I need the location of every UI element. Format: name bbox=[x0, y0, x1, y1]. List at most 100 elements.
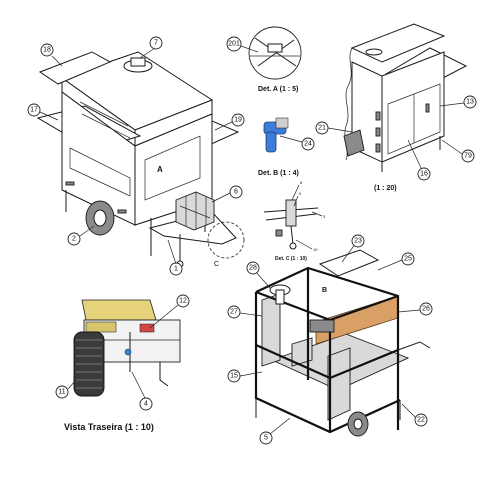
rear-stand bbox=[159, 362, 169, 387]
leader-1 bbox=[167, 239, 177, 265]
frame-top-front bbox=[255, 290, 331, 322]
balloon-17: 17 bbox=[27, 103, 41, 117]
frame-isometric-view: B bbox=[254, 249, 431, 437]
balloon-26: 26 bbox=[419, 302, 433, 316]
leader-21 bbox=[327, 127, 353, 133]
right-side-face bbox=[381, 51, 445, 163]
detail-c-leader-8 bbox=[291, 184, 300, 201]
balloon-15-label: 15 bbox=[230, 373, 238, 380]
balloon-24: 24 bbox=[301, 137, 315, 151]
detail-b-caption: Det. B (1 : 4) bbox=[258, 170, 299, 177]
leader-23 bbox=[341, 242, 357, 263]
detail-a-caption: Det. A (1 : 5) bbox=[258, 86, 298, 93]
leader-24 bbox=[279, 135, 303, 143]
balloon-7-label: 7 bbox=[154, 40, 158, 47]
detail-c-clamp bbox=[275, 229, 283, 237]
frame-top-side bbox=[329, 294, 399, 322]
rear-view-caption: Vista Traseira (1 : 10) bbox=[64, 422, 154, 432]
balloon-11-label: 11 bbox=[58, 389, 65, 396]
detail-c-label-10: 10 bbox=[313, 247, 318, 252]
detail-c-leader-3 bbox=[311, 211, 323, 217]
balloon-6: 6 bbox=[229, 185, 243, 199]
balloon-24-label: 24 bbox=[304, 141, 312, 148]
leader-12 bbox=[149, 304, 179, 329]
balloon-7: 7 bbox=[149, 36, 163, 50]
rear-panel-yellow bbox=[85, 321, 117, 333]
roof-vent-chimney bbox=[130, 57, 146, 67]
balloon-1: 1 bbox=[169, 262, 183, 276]
balloon-201-label: 201 bbox=[228, 41, 240, 48]
leader-4 bbox=[131, 371, 147, 401]
balloons: 7 18 17 19 6 2 1 201 24 13 21 16 79 23 2… bbox=[27, 36, 477, 445]
balloon-16-label: 16 bbox=[420, 171, 428, 178]
balloon-25-label: 25 bbox=[404, 256, 412, 263]
detail-c-leader-10 bbox=[295, 239, 313, 250]
leader-16 bbox=[407, 139, 423, 171]
leader-26 bbox=[397, 309, 421, 313]
detail-a-rod-2 bbox=[257, 39, 295, 67]
balloon-15: 15 bbox=[227, 369, 241, 383]
balloon-18-label: 18 bbox=[43, 47, 51, 54]
tank-grid-1 bbox=[179, 205, 211, 219]
detail-a-hinge bbox=[267, 43, 283, 53]
detail-c-label-8: 8 bbox=[300, 180, 303, 185]
frame-top-rear bbox=[255, 266, 400, 430]
right-lock-3 bbox=[375, 143, 381, 153]
detail-c-leader-9 bbox=[293, 195, 299, 207]
balloon-13: 13 bbox=[463, 95, 477, 109]
leader-7 bbox=[139, 47, 156, 59]
detail-c-wheel bbox=[289, 242, 297, 250]
detail-c-label-9: 9 bbox=[299, 191, 302, 196]
balloon-201: 201 bbox=[226, 36, 242, 52]
balloon-19-label: 19 bbox=[234, 117, 242, 124]
side-service-window bbox=[144, 135, 201, 201]
right-lock-4 bbox=[425, 103, 430, 113]
detail-mark-a: A bbox=[157, 165, 163, 174]
main-wheel-hub bbox=[93, 209, 107, 227]
leader-79 bbox=[441, 139, 463, 155]
balloon-16: 16 bbox=[417, 167, 431, 181]
leader-11 bbox=[67, 379, 77, 390]
leader-13 bbox=[439, 102, 465, 107]
detail-a-circle bbox=[248, 26, 302, 80]
frame-counter-panel bbox=[327, 347, 351, 421]
balloon-22-label: 22 bbox=[417, 417, 425, 424]
detail-c-view: 8 9 3 10 Det. C (1 : 10) bbox=[263, 180, 326, 262]
balloon-26-label: 26 bbox=[422, 306, 430, 313]
balloon-25: 25 bbox=[401, 252, 415, 266]
balloon-18: 18 bbox=[40, 43, 54, 57]
balloon-1-label: 1 bbox=[174, 266, 178, 273]
detail-b-bracket bbox=[275, 117, 289, 129]
balloon-11: 11 bbox=[55, 385, 69, 399]
right-lock-2 bbox=[375, 127, 381, 137]
detail-c-caption: Det. C (1 : 10) bbox=[275, 256, 307, 262]
rear-light bbox=[139, 323, 155, 333]
balloon-21: 21 bbox=[315, 121, 329, 135]
detail-a-view: Det. A (1 : 5) bbox=[248, 26, 302, 93]
rear-top-cover bbox=[81, 299, 157, 321]
balloon-5: 5 bbox=[259, 431, 273, 445]
balloon-79-label: 79 bbox=[464, 153, 472, 160]
leader-15 bbox=[239, 371, 263, 377]
leader-19 bbox=[214, 121, 233, 131]
right-roof-vent bbox=[365, 48, 383, 56]
leader-25 bbox=[377, 259, 403, 271]
leader-lines bbox=[39, 45, 465, 435]
frame-drawbar bbox=[397, 341, 431, 351]
leader-17 bbox=[39, 111, 59, 121]
right-gas-compartment bbox=[343, 129, 365, 157]
frame-roof-box bbox=[318, 249, 380, 277]
frame-left-wall-panel bbox=[261, 293, 281, 367]
balloon-12: 12 bbox=[176, 294, 190, 308]
balloon-5-label: 5 bbox=[264, 435, 268, 442]
frame-wheel-hub bbox=[353, 418, 363, 430]
balloon-21-label: 21 bbox=[318, 125, 326, 132]
frame-stove bbox=[309, 319, 335, 333]
leader-27 bbox=[239, 312, 263, 317]
water-tank bbox=[175, 191, 215, 231]
leader-6 bbox=[211, 192, 231, 203]
balloon-12-label: 12 bbox=[179, 298, 187, 305]
balloon-27-label: 27 bbox=[230, 309, 238, 316]
handle-1 bbox=[65, 181, 75, 186]
